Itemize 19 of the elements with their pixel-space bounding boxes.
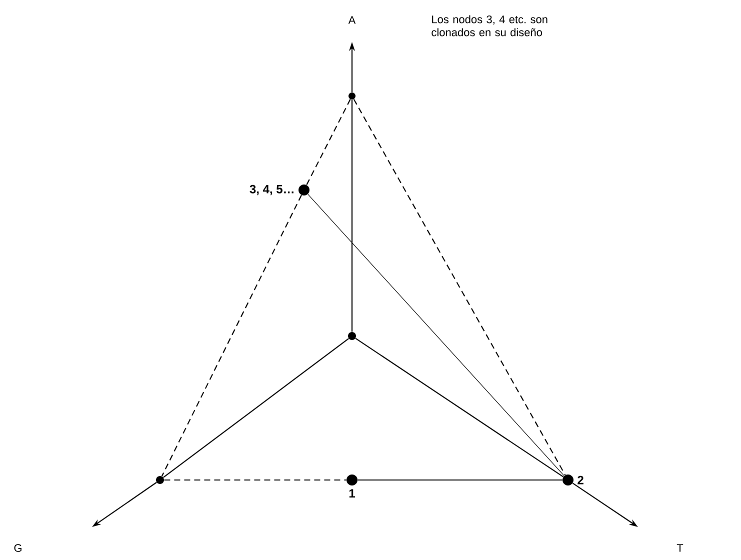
node-label: 2 — [578, 476, 584, 484]
line — [353, 98, 566, 476]
axis-label: T — [676, 544, 684, 552]
axis-label: A — [348, 16, 356, 24]
dot — [348, 332, 356, 340]
dot — [156, 476, 164, 484]
line — [308, 194, 564, 476]
line — [163, 338, 349, 478]
line — [306, 99, 351, 186]
line — [355, 338, 564, 478]
line — [164, 479, 346, 481]
node-label: 1 — [349, 489, 355, 498]
node-label: 3, 4, 5… — [250, 184, 294, 196]
note-text: Los nodos 3, 4 etc. son clonados en su diseño — [432, 15, 548, 36]
line — [358, 479, 562, 481]
line — [351, 100, 353, 332]
axis-label: G — [14, 544, 22, 552]
dot — [348, 92, 356, 100]
line — [161, 194, 302, 476]
